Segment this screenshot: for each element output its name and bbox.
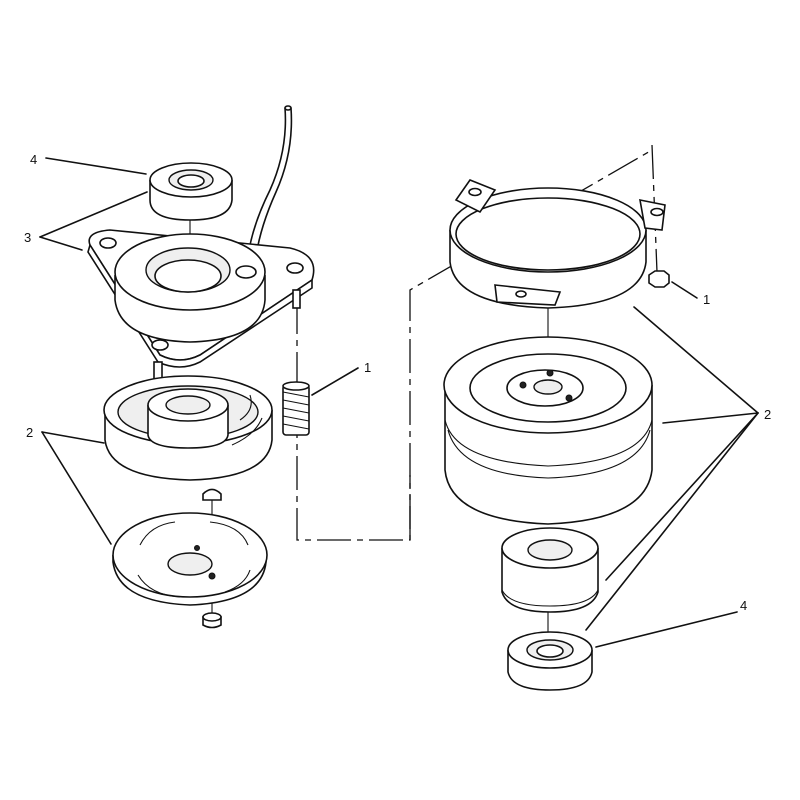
rotor-left bbox=[103, 375, 273, 481]
hex-nut-right bbox=[648, 270, 670, 288]
field-coil-assembly bbox=[87, 229, 315, 385]
callout-left-2: 2 bbox=[26, 425, 33, 440]
callout-right-2: 2 bbox=[764, 407, 771, 422]
callout-left-3: 3 bbox=[24, 230, 31, 245]
callout-labels: 4 3 1 2 1 2 4 bbox=[24, 152, 771, 613]
brake-band-ring bbox=[449, 179, 666, 309]
double-pulley bbox=[443, 336, 653, 525]
callout-leaders bbox=[39, 157, 759, 648]
small-cap-fastener bbox=[202, 488, 222, 501]
field-coil-wire bbox=[246, 105, 293, 266]
callout-right-1: 1 bbox=[703, 292, 710, 307]
nut-bottom-left bbox=[202, 612, 222, 629]
callout-right-4: 4 bbox=[740, 598, 747, 613]
brake-plate bbox=[112, 512, 268, 606]
callout-left-4: 4 bbox=[30, 152, 37, 167]
pulley-hub bbox=[501, 527, 599, 613]
compression-spring bbox=[282, 381, 310, 436]
bearing-top-left bbox=[149, 162, 233, 221]
callout-left-1: 1 bbox=[364, 360, 371, 375]
bearing-bottom-right bbox=[507, 631, 593, 691]
